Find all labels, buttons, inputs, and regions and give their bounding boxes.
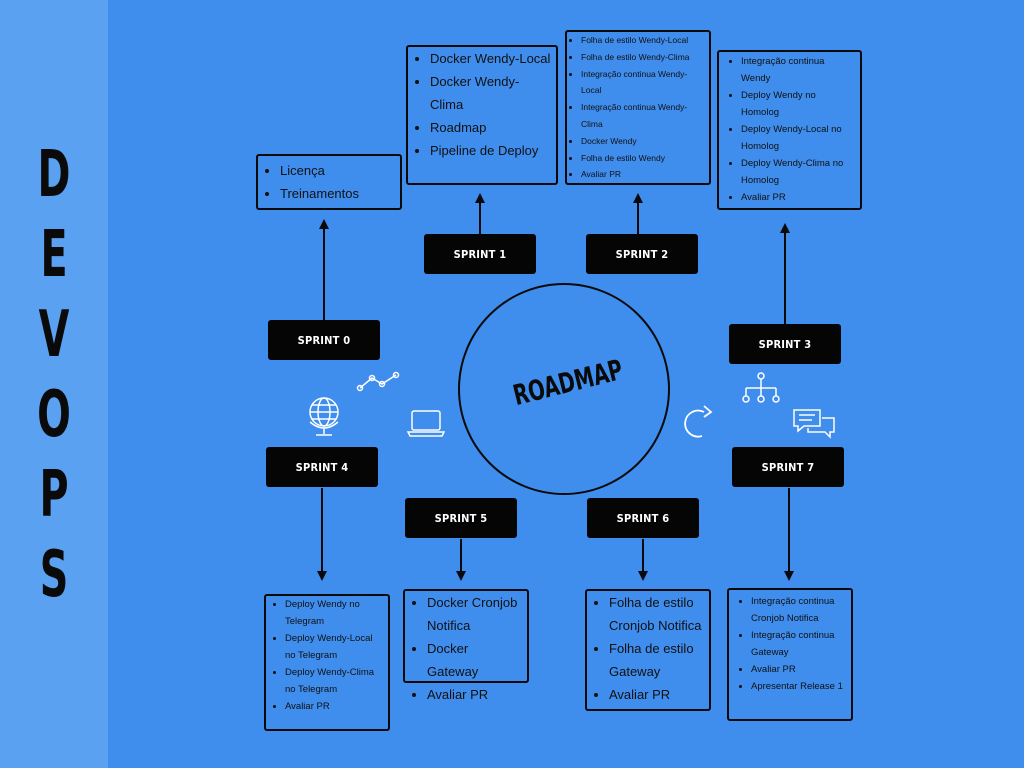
- sidebar: D E V O P S: [0, 0, 108, 768]
- task-item: Roadmap: [430, 116, 552, 139]
- task-item: Treinamentos: [280, 182, 396, 205]
- sidebar-letter-s: S: [39, 538, 69, 612]
- sidebar-letter-v: V: [38, 298, 70, 372]
- roadmap-circle: [458, 283, 670, 495]
- hierarchy-icon: [742, 372, 780, 403]
- task-item: Deploy Wendy-Clima no Telegram: [285, 664, 384, 698]
- task-item: Avaliar PR: [609, 683, 705, 706]
- sprint-2-tasks: Folha de estilo Wendy-Local Folha de est…: [565, 30, 711, 185]
- task-item: Deploy Wendy no Telegram: [285, 596, 384, 630]
- sprint-6-tasks: Folha de estilo Cronjob Notifica Folha d…: [585, 589, 711, 711]
- task-item: Docker Wendy-Local: [430, 47, 552, 70]
- sprint-0-label: SPRINT 0: [268, 320, 380, 360]
- task-item: Deploy Wendy-Local no Homolog: [741, 121, 856, 155]
- line-chart-icon: [356, 371, 400, 392]
- task-item: Pipeline de Deploy: [430, 139, 552, 162]
- task-item: Avaliar PR: [751, 661, 847, 678]
- sprint-7-label: SPRINT 7: [732, 447, 844, 487]
- task-item: Docker Wendy: [581, 133, 705, 150]
- sprint-6-label: SPRINT 6: [587, 498, 699, 538]
- task-item: Folha de estilo Wendy-Local: [581, 32, 705, 49]
- task-item: Folha de estilo Gateway: [609, 637, 705, 683]
- globe-icon: [309, 397, 339, 436]
- task-item: Integração continua Cronjob Notifica: [751, 593, 847, 627]
- task-item: Avaliar PR: [427, 683, 523, 706]
- task-item: Folha de estilo Wendy: [581, 150, 705, 167]
- task-item: Folha de estilo Cronjob Notifica: [609, 591, 705, 637]
- sprint-5-label: SPRINT 5: [405, 498, 517, 538]
- task-item: Docker Wendy-Clima: [430, 70, 552, 116]
- sprint-4-tasks: Deploy Wendy no Telegram Deploy Wendy-Lo…: [264, 594, 390, 731]
- task-item: Integração continua Gateway: [751, 627, 847, 661]
- sprint-1-tasks: Docker Wendy-Local Docker Wendy-Clima Ro…: [406, 45, 558, 185]
- task-item: Licença: [280, 159, 396, 182]
- task-item: Integração continua Wendy: [741, 53, 856, 87]
- sidebar-letter-d: D: [37, 138, 71, 212]
- task-item: Apresentar Release 1: [751, 678, 847, 695]
- sprint-3-tasks: Integração continua Wendy Deploy Wendy n…: [717, 50, 862, 210]
- task-item: Folha de estilo Wendy-Clima: [581, 49, 705, 66]
- sidebar-letter-p: P: [39, 458, 69, 532]
- sprint-2-label: SPRINT 2: [586, 234, 698, 274]
- sprint-3-label: SPRINT 3: [729, 324, 841, 364]
- task-item: Docker Cronjob Notifica: [427, 591, 523, 637]
- sprint-0-tasks: Licença Treinamentos: [256, 154, 402, 210]
- sprint-7-tasks: Integração continua Cronjob Notifica Int…: [727, 588, 853, 721]
- sidebar-letter-o: O: [37, 378, 71, 452]
- task-item: Avaliar PR: [741, 189, 856, 206]
- task-item: Avaliar PR: [581, 166, 705, 183]
- task-item: Deploy Wendy no Homolog: [741, 87, 856, 121]
- task-item: Deploy Wendy-Local no Telegram: [285, 630, 384, 664]
- sprint-5-tasks: Docker Cronjob Notifica Docker Gateway A…: [403, 589, 529, 702]
- task-item: Avaliar PR: [285, 698, 384, 715]
- sprint-4-label: SPRINT 4: [266, 447, 378, 487]
- task-item: Integração continua Wendy-Local: [581, 66, 705, 100]
- redo-arrow-icon: [684, 405, 713, 438]
- chat-bubbles-icon: [793, 409, 835, 439]
- sprint-1-label: SPRINT 1: [424, 234, 536, 274]
- sidebar-letter-e: E: [40, 218, 68, 292]
- task-item: Deploy Wendy-Clima no Homolog: [741, 155, 856, 189]
- task-item: Integração continua Wendy-Clima: [581, 99, 705, 133]
- laptop-icon: [406, 410, 446, 437]
- task-item: Docker Gateway: [427, 637, 523, 683]
